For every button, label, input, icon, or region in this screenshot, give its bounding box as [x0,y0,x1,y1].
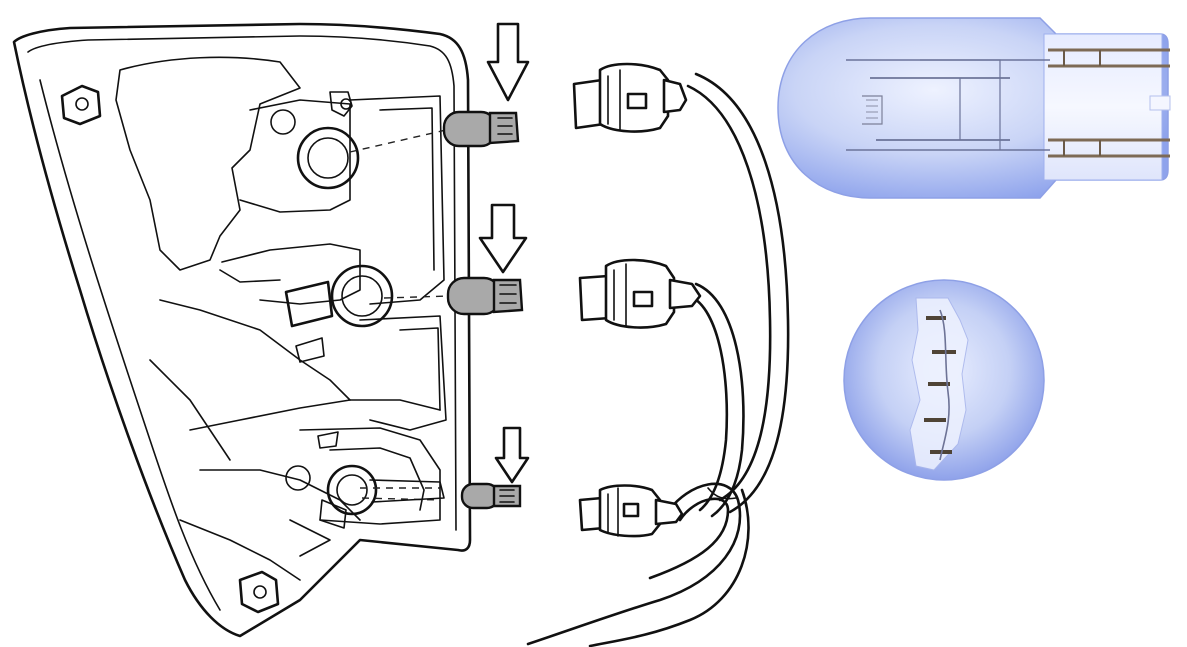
lower-connector [578,484,684,538]
lower-bulb-shaft [369,479,445,503]
middle-socket [284,264,394,363]
down-arrow-icon [478,203,528,274]
down-arrow-icon [486,22,530,102]
down-arrow-icon [494,426,530,484]
taillight-housing [12,22,472,638]
upper-guide-line [349,129,447,153]
middle-guide-line [383,295,451,299]
middle-bulb [446,276,524,316]
upper-socket [270,91,360,190]
upper-connector [572,62,688,133]
middle-connector [578,258,702,329]
bulb-photo-side [777,17,1171,199]
wiring-harness [526,72,790,647]
upper-bulb [442,110,520,148]
lower-bulb [460,482,522,510]
lower-socket [285,431,378,557]
bulb-photo-end [843,279,1045,481]
